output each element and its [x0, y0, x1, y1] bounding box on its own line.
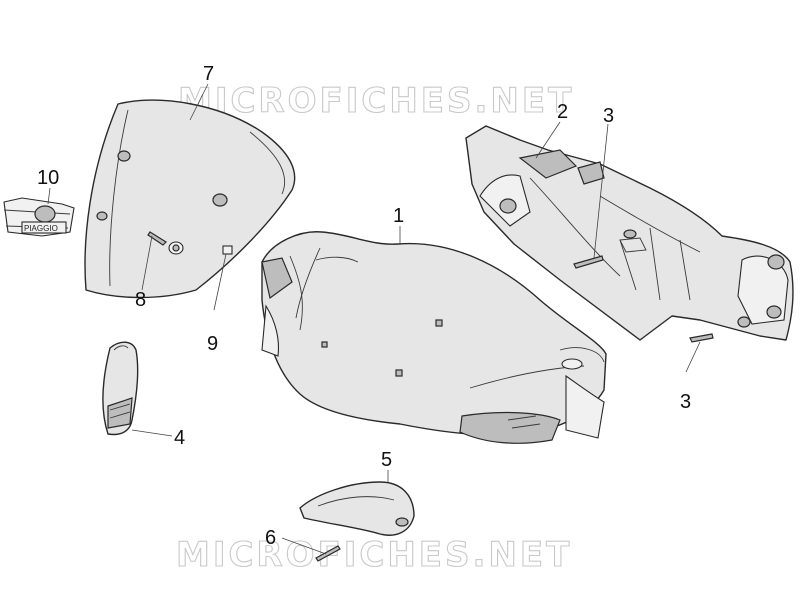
part-2-rear-handlebar-cover: [465, 125, 794, 341]
callout-3-lower: 3: [680, 391, 691, 413]
watermark-bottom: MICROFICHES.NET: [176, 535, 572, 575]
callout-4: 4: [174, 427, 185, 449]
callout-3-upper: 3: [603, 105, 614, 127]
part-1-handlebar-cover: [261, 231, 607, 444]
callout-5: 5: [381, 449, 392, 471]
callout-1: 1: [393, 205, 404, 227]
badge-text: PIAGGIO: [24, 224, 58, 233]
callout-2: 2: [557, 101, 568, 123]
part-10-emblem-badge: PIAGGIO: [3, 197, 75, 237]
part-9-clip: [222, 245, 233, 255]
part-4-bracket: [102, 341, 139, 436]
callout-6: 6: [265, 527, 276, 549]
part-5-lower-cover: [299, 481, 415, 536]
callout-8: 8: [135, 289, 146, 311]
callout-7: 7: [203, 63, 214, 85]
callout-10: 10: [37, 167, 59, 189]
part-8-screw: [147, 231, 167, 246]
part-6-screw: [315, 545, 341, 562]
watermark-top: MICROFICHES.NET: [178, 81, 574, 121]
part-7-front-cover: [84, 99, 296, 299]
leader-lines: [47, 83, 701, 555]
callout-9: 9: [207, 333, 218, 355]
part-3-screws: [573, 255, 714, 343]
